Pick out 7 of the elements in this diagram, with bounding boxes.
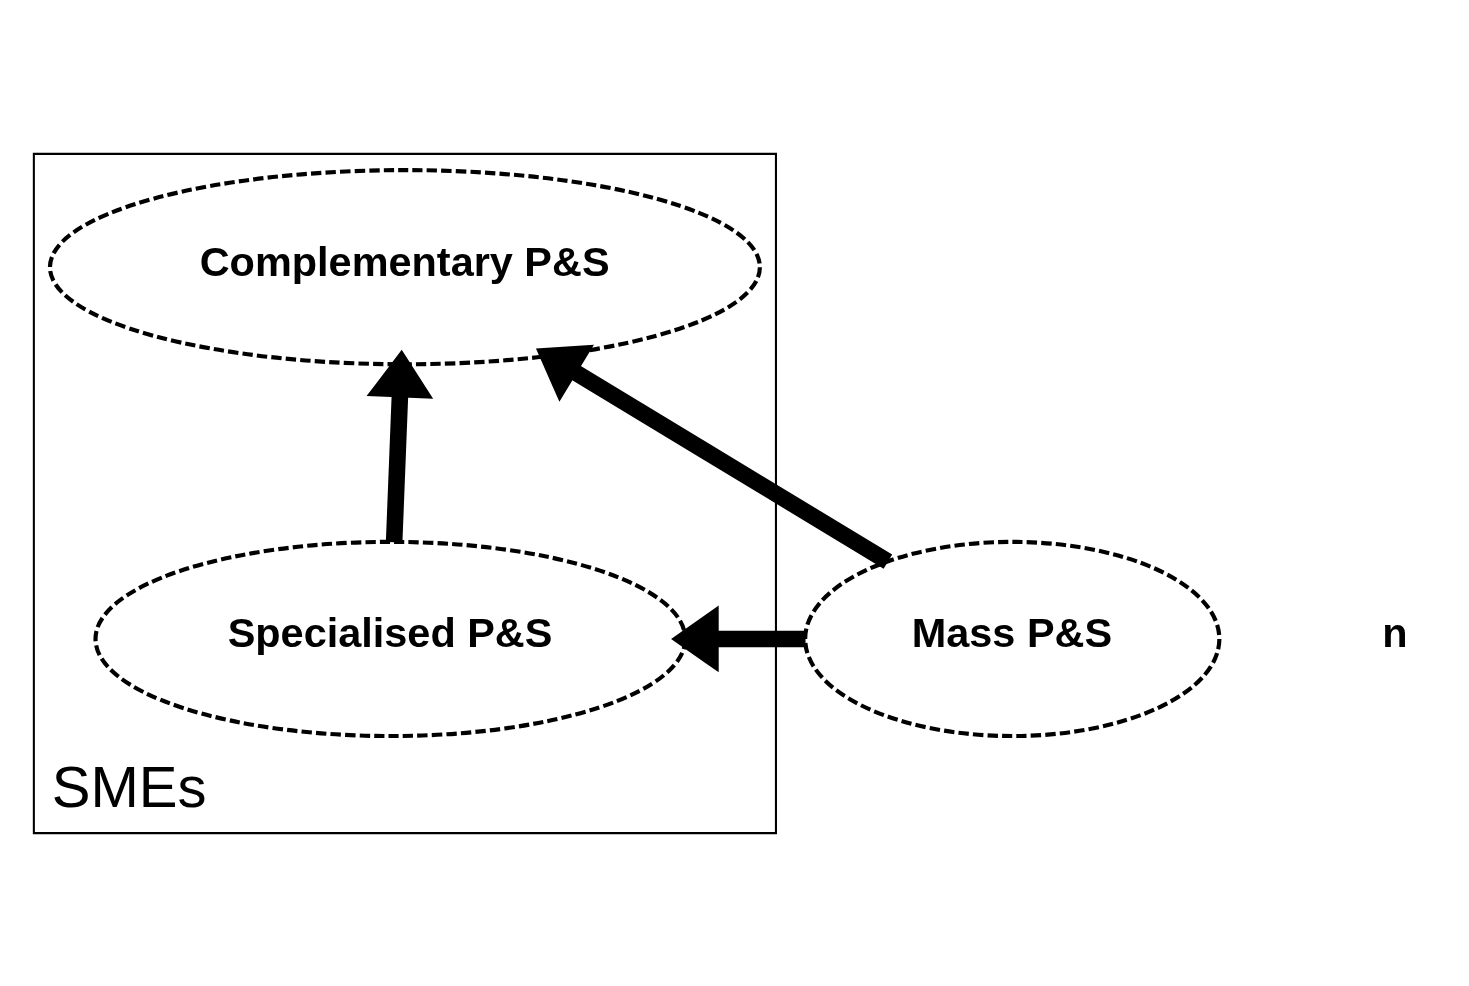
node-ellipse: Complementary P&S <box>47 167 762 366</box>
node-ellipse: Specialised P&S <box>93 539 688 738</box>
arrow <box>671 605 806 672</box>
node-ellipse: Mass P&S <box>803 539 1222 738</box>
arrow <box>535 344 893 569</box>
label: n <box>1382 608 1408 656</box>
arrow <box>366 349 434 543</box>
